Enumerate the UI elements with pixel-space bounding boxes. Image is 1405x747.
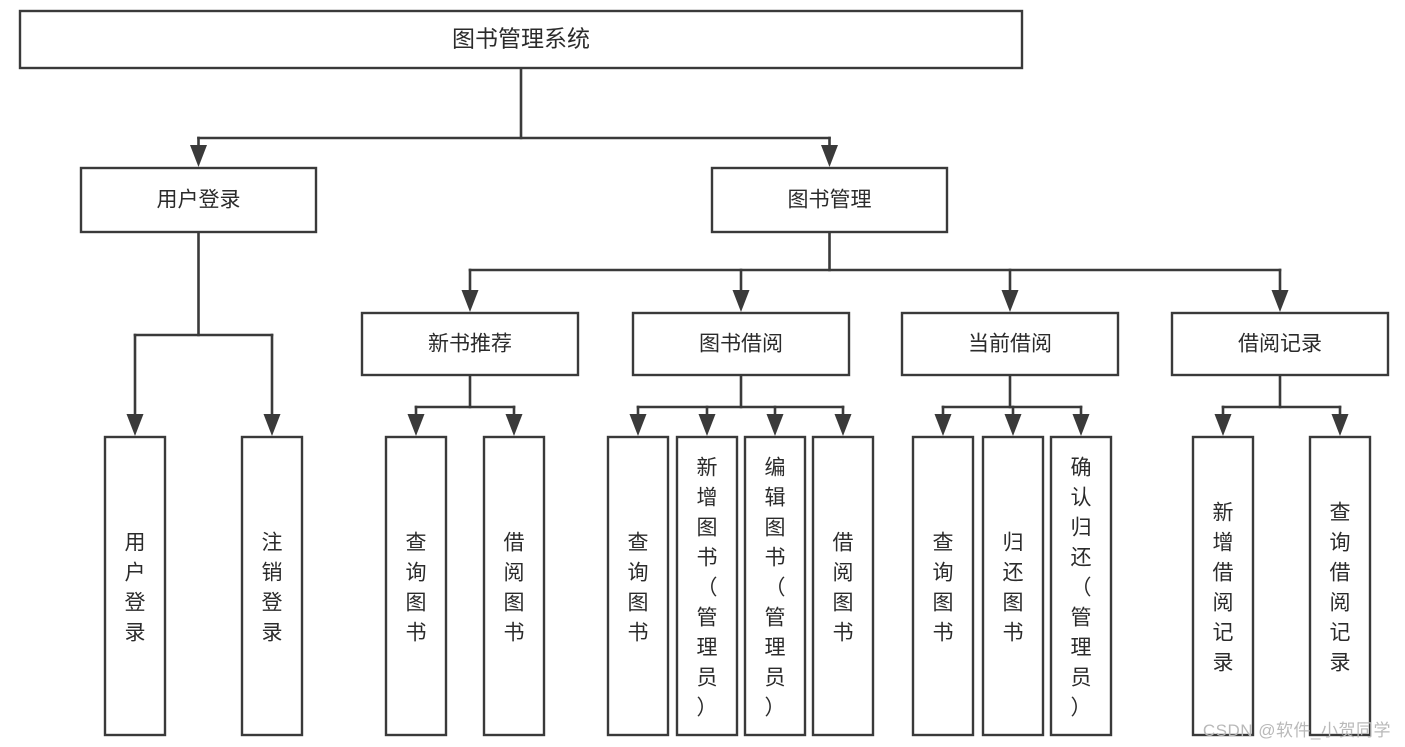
node-query-book-2[interactable]: 查询图书 (606, 435, 670, 737)
node-box-borrow-book-2[interactable] (811, 435, 875, 737)
node-label-add-borrow-record: 新增借阅记录 (1213, 501, 1234, 674)
to-user-login-do-arrowhead (126, 414, 144, 436)
node-layer: 图书管理系统用户登录图书管理用户登录注销登录新书推荐查询图书借阅图书图书借阅查询… (18, 9, 1390, 737)
node-new-book-recommend[interactable]: 新书推荐 (360, 311, 580, 377)
node-box-query-book-2[interactable] (606, 435, 670, 737)
node-root[interactable]: 图书管理系统 (18, 9, 1024, 70)
node-box-edit-book-admin[interactable] (743, 435, 807, 737)
node-book-borrow[interactable]: 图书借阅 (631, 311, 851, 377)
node-box-add-borrow-record[interactable] (1191, 435, 1255, 737)
node-add-book-admin[interactable]: 新增图书（管理员） (675, 435, 739, 737)
node-box-confirm-return-admin[interactable] (1049, 435, 1113, 737)
to-add-book-admin-arrowhead (698, 414, 716, 436)
node-label-new-book-recommend: 新书推荐 (428, 333, 512, 356)
node-box-query-book-1[interactable] (384, 435, 448, 737)
node-label-current-borrow: 当前借阅 (968, 333, 1052, 356)
to-book-manage-arrowhead (821, 145, 838, 167)
node-confirm-return-admin[interactable]: 确认归还（管理员） (1049, 435, 1113, 737)
node-borrow-record[interactable]: 借阅记录 (1170, 311, 1390, 377)
node-user-login-do[interactable]: 用户登录 (103, 435, 167, 737)
to-query-borrow-record-arrowhead (1331, 414, 1349, 436)
to-user-logout-arrowhead (263, 414, 281, 436)
node-query-borrow-record[interactable]: 查询借阅记录 (1308, 435, 1372, 737)
node-box-user-login-do[interactable] (103, 435, 167, 737)
to-add-borrow-record-arrowhead (1214, 414, 1232, 436)
node-return-book[interactable]: 归还图书 (981, 435, 1045, 737)
node-box-book-borrow[interactable] (631, 311, 851, 377)
node-label-user-logout: 注销登录 (262, 531, 283, 644)
node-label-query-book-1: 查询图书 (406, 531, 427, 644)
node-box-current-borrow[interactable] (900, 311, 1120, 377)
to-book-borrow-arrowhead (732, 290, 750, 312)
node-label-query-borrow-record: 查询借阅记录 (1330, 501, 1351, 674)
node-book-manage[interactable]: 图书管理 (710, 166, 949, 234)
to-borrow-book-1-arrowhead (505, 414, 523, 436)
to-edit-book-admin-arrowhead (766, 414, 784, 436)
node-borrow-book-2[interactable]: 借阅图书 (811, 435, 875, 737)
node-box-query-borrow-record[interactable] (1308, 435, 1372, 737)
node-label-edit-book-admin: 编辑图书（管理员） (765, 456, 786, 719)
node-box-borrow-record[interactable] (1170, 311, 1390, 377)
to-borrow-book-2-arrowhead (834, 414, 852, 436)
node-label-borrow-book-2: 借阅图书 (833, 531, 854, 644)
to-query-book-2-arrowhead (629, 414, 647, 436)
node-borrow-book-1[interactable]: 借阅图书 (482, 435, 546, 737)
node-label-query-book-3: 查询图书 (933, 531, 954, 644)
node-label-borrow-book-1: 借阅图书 (504, 531, 525, 644)
node-label-book-manage: 图书管理 (788, 189, 872, 212)
to-current-borrow-arrowhead (1001, 290, 1019, 312)
node-box-borrow-book-1[interactable] (482, 435, 546, 737)
node-box-new-book-recommend[interactable] (360, 311, 580, 377)
node-box-root[interactable] (18, 9, 1024, 70)
node-current-borrow[interactable]: 当前借阅 (900, 311, 1120, 377)
node-user-logout[interactable]: 注销登录 (240, 435, 304, 737)
node-label-user-login-do: 用户登录 (125, 531, 146, 644)
to-confirm-return-admin-arrowhead (1072, 414, 1090, 436)
node-label-user-login: 用户登录 (157, 189, 241, 212)
node-add-borrow-record[interactable]: 新增借阅记录 (1191, 435, 1255, 737)
node-label-root: 图书管理系统 (452, 26, 590, 52)
to-new-book-recommend-arrowhead (461, 290, 479, 312)
connector-layer (126, 66, 1349, 436)
node-box-add-book-admin[interactable] (675, 435, 739, 737)
to-return-book-arrowhead (1004, 414, 1022, 436)
node-user-login[interactable]: 用户登录 (79, 166, 318, 234)
node-label-confirm-return-admin: 确认归还（管理员） (1071, 456, 1092, 719)
node-query-book-1[interactable]: 查询图书 (384, 435, 448, 737)
to-query-book-3-arrowhead (934, 414, 952, 436)
to-borrow-record-arrowhead (1271, 290, 1289, 312)
node-edit-book-admin[interactable]: 编辑图书（管理员） (743, 435, 807, 737)
node-box-user-logout[interactable] (240, 435, 304, 737)
watermark-text: CSDN @软件_小贺同学 (1202, 721, 1391, 740)
node-label-query-book-2: 查询图书 (628, 531, 649, 644)
node-label-add-book-admin: 新增图书（管理员） (697, 456, 718, 719)
node-label-borrow-record: 借阅记录 (1238, 333, 1322, 356)
node-box-query-book-3[interactable] (911, 435, 975, 737)
node-label-book-borrow: 图书借阅 (699, 333, 783, 356)
node-label-return-book: 归还图书 (1003, 531, 1024, 644)
node-query-book-3[interactable]: 查询图书 (911, 435, 975, 737)
to-query-book-1-arrowhead (407, 414, 425, 436)
node-box-book-manage[interactable] (710, 166, 949, 234)
node-box-return-book[interactable] (981, 435, 1045, 737)
to-user-login-arrowhead (190, 145, 207, 167)
node-box-user-login[interactable] (79, 166, 318, 234)
